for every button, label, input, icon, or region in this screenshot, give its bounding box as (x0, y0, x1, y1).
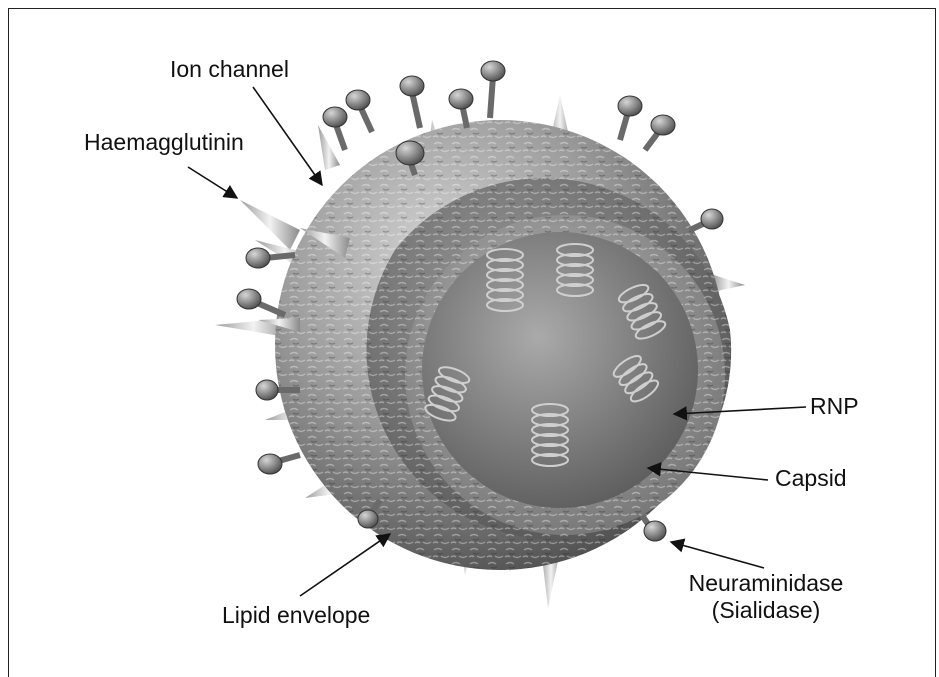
label-neuraminidase: Neuraminidase (Sialidase) (666, 570, 866, 624)
arrow-ion-channel (253, 87, 322, 185)
label-neuraminidase-line2: (Sialidase) (666, 597, 866, 624)
label-lipid-envelope: Lipid envelope (222, 602, 370, 629)
label-rnp: RNP (810, 393, 859, 420)
label-neuraminidase-line1: Neuraminidase (666, 570, 866, 597)
label-haemagglutinin: Haemagglutinin (84, 129, 244, 156)
label-ion-channel: Ion channel (170, 56, 289, 83)
arrow-haemagglutinin (188, 167, 237, 198)
label-capsid: Capsid (775, 465, 847, 492)
arrow-lipid-envelope (300, 534, 390, 596)
arrow-neuraminidase (671, 542, 764, 568)
